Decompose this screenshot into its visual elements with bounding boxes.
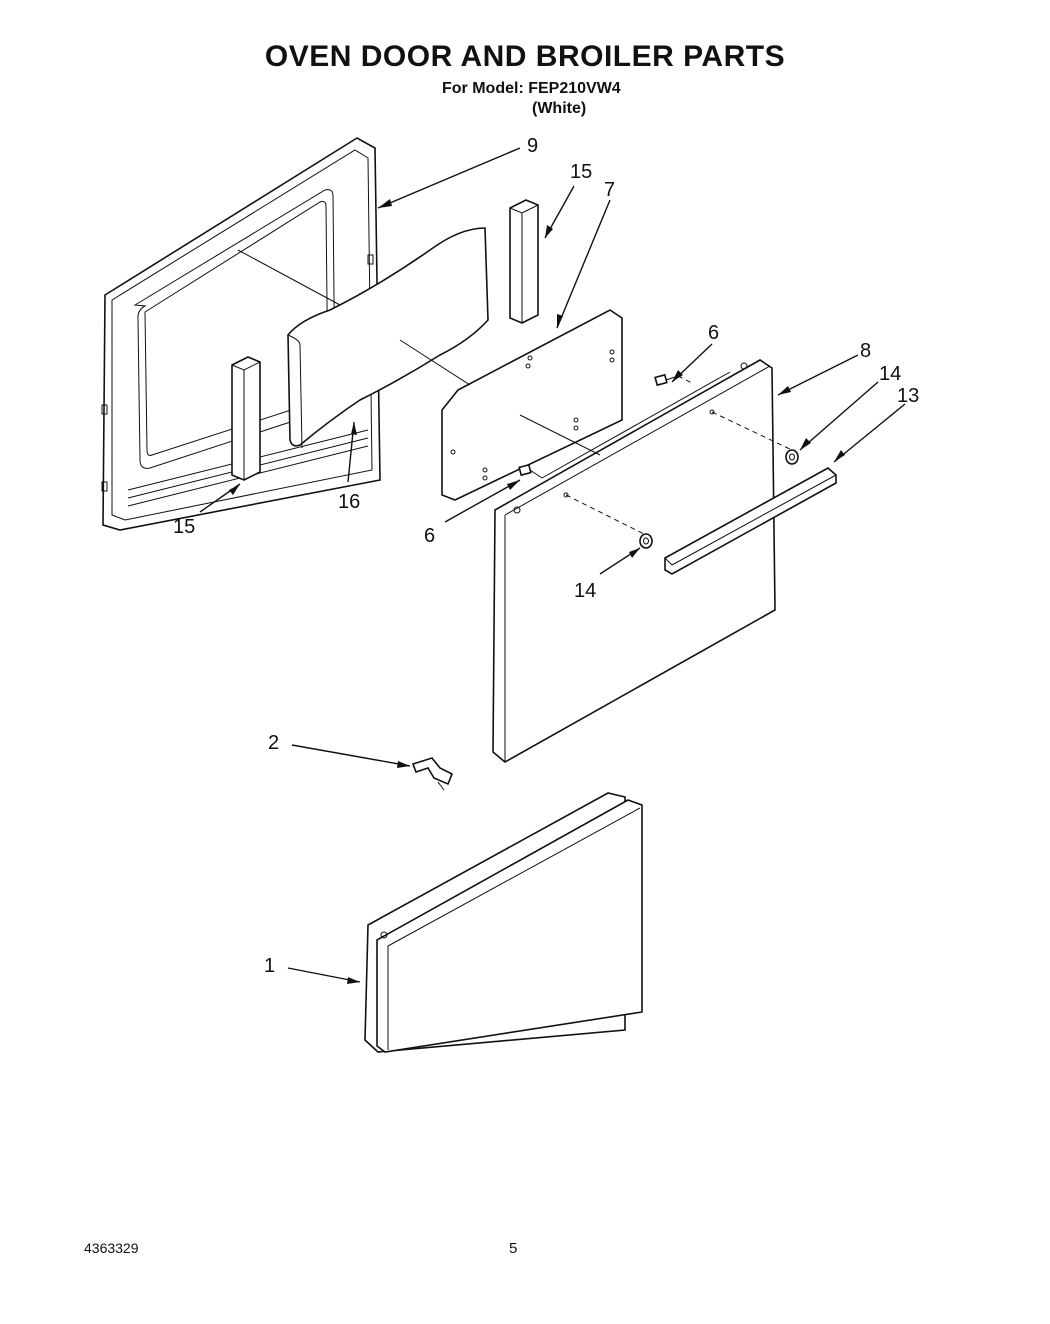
callout-13: 13 — [897, 385, 919, 407]
assembly-line-screw-top — [677, 375, 693, 384]
callout-8: 8 — [860, 340, 871, 362]
callout-2: 2 — [268, 732, 279, 754]
outer-door-panel-part-8 — [492, 359, 776, 763]
assembly-line-spacer-lower — [565, 494, 647, 536]
page-number: 5 — [509, 1240, 518, 1257]
screw-part-6-top — [654, 373, 679, 387]
callout-15-left: 15 — [173, 516, 195, 538]
callout-7: 7 — [604, 179, 615, 201]
page-title: OVEN DOOR AND BROILER PARTS — [264, 40, 786, 73]
spacer-part-14-lower — [639, 533, 653, 549]
callout-15-top: 15 — [570, 161, 592, 183]
model-line: For Model: FEP210VW4 — [442, 80, 621, 97]
callout-6-top: 6 — [708, 322, 719, 344]
insulation-strip-part-15-left — [231, 356, 261, 481]
insulation-strip-part-15-right — [509, 199, 539, 324]
assembly-line-spacer-right — [711, 411, 793, 451]
color-line: (White) — [532, 100, 587, 117]
callout-9: 9 — [527, 135, 538, 157]
document-number: 4363329 — [84, 1240, 139, 1256]
spacer-part-14-right — [785, 449, 799, 465]
callout-6-bottom: 6 — [424, 525, 435, 547]
broiler-drawer-panel-part-1 — [364, 792, 643, 1053]
assembly-line-frame-batt — [237, 249, 341, 306]
assembly-line-panel-door — [519, 414, 601, 456]
callout-14-lower: 14 — [574, 580, 596, 602]
door-handle-part-13 — [664, 467, 837, 575]
inner-door-panel-part-7 — [441, 309, 623, 501]
callout-16: 16 — [338, 491, 360, 513]
clip-part-2 — [411, 757, 454, 791]
screw-part-6-bottom — [518, 463, 543, 479]
callout-1: 1 — [264, 955, 275, 977]
callout-14-right: 14 — [879, 363, 901, 385]
insulation-batt-part-16 — [287, 227, 489, 449]
leader-lines — [199, 147, 906, 984]
assembly-line-screws — [541, 371, 731, 479]
assembly-line-batt-panel — [399, 339, 471, 386]
